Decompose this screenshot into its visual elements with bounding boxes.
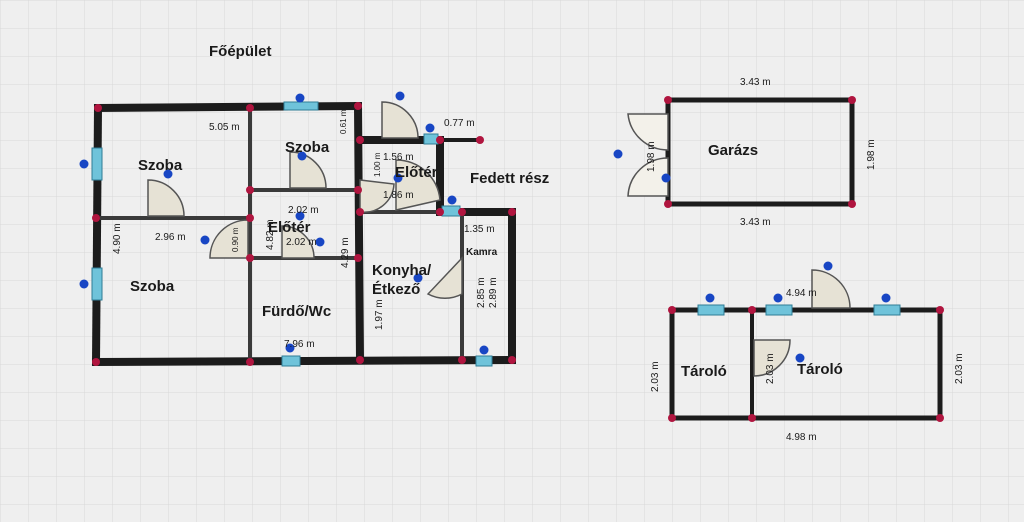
room-kamra: Kamra <box>466 247 498 258</box>
dim-202a: 2.02 m <box>288 205 319 216</box>
door-szoba1 <box>147 179 185 217</box>
dim-490: 4.90 m <box>112 223 123 254</box>
room-szoba-3: Szoba <box>130 278 175 295</box>
dim-100: 1.00 m <box>373 152 382 177</box>
door-entrance <box>381 101 419 139</box>
room-garazs: Garázs <box>708 142 758 159</box>
room-eloter-2: Előtér <box>268 219 311 236</box>
dim-077: 0.77 m <box>444 118 475 129</box>
door-szoba3 <box>209 219 249 259</box>
room-furdo: Fürdő/Wc <box>262 303 331 320</box>
room-konyha-line1: Konyha/ <box>372 262 432 279</box>
garage-dim-bottom: 3.43 m <box>740 217 771 228</box>
dim-197: 1.97 m <box>374 299 385 330</box>
room-tarolo-2: Tároló <box>797 361 843 378</box>
dim-505: 5.05 m <box>209 122 240 133</box>
room-eloter-1: Előtér <box>395 164 438 181</box>
door-szoba2 <box>289 151 327 189</box>
dim-296: 2.96 m <box>155 232 186 243</box>
garage-dim-door: 1.98 m <box>646 141 657 172</box>
storage-doors <box>753 269 851 377</box>
covered-area-label: Fedett rész <box>470 170 549 187</box>
storage-walls <box>669 307 943 421</box>
storage-dim-top: 4.94 m <box>786 288 817 299</box>
dim-061: 0.61 m <box>339 109 348 134</box>
corner-nodes <box>92 96 944 422</box>
selection-markers[interactable] <box>79 91 891 363</box>
room-szoba-2: Szoba <box>285 139 330 156</box>
garage-dim-right: 1.98 m <box>866 139 877 170</box>
dim-289: 2.89 m <box>488 277 499 308</box>
room-szoba-1: Szoba <box>138 157 183 174</box>
garage-door <box>627 113 669 197</box>
dim-202b: 2.02 m <box>286 237 317 248</box>
storage-dim-right: 2.03 m <box>954 353 965 384</box>
storage-dim-bottom: 4.98 m <box>786 432 817 443</box>
storage-windows <box>697 304 901 316</box>
dim-796: 7.96 m <box>284 339 315 350</box>
door-eloter2 <box>281 225 315 259</box>
dim-186: 1.86 m <box>383 190 414 201</box>
room-tarolo-1: Tároló <box>681 363 727 380</box>
room-konyha-line2: Étkező <box>372 281 420 298</box>
dim-156: 1.56 m <box>383 152 414 163</box>
garage-walls <box>665 97 855 207</box>
door-konyha <box>426 256 463 300</box>
storage-dim-mid: 2.03 m <box>765 353 776 384</box>
dim-090: 0.90 m <box>231 227 240 252</box>
dim-285: 2.85 m <box>476 277 487 308</box>
storage-dim-left: 2.03 m <box>650 361 661 392</box>
dim-429: 4.29 m <box>340 237 351 268</box>
main-building-title: Főépület <box>209 43 272 60</box>
garage-dim-top: 3.43 m <box>740 77 771 88</box>
dim-482: 4.82 m <box>265 219 276 250</box>
dim-135: 1.35 m <box>464 224 495 235</box>
door-eloter1-a <box>395 159 441 211</box>
